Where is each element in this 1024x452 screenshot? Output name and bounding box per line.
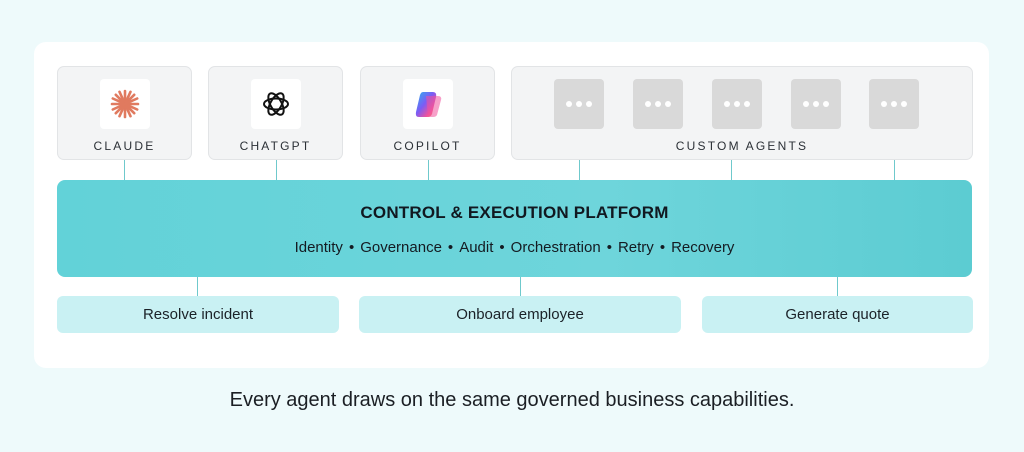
control-execution-platform: CONTROL & EXECUTION PLATFORM Identity • Go…: [57, 180, 972, 277]
connector-line: [197, 277, 198, 296]
connector-line: [428, 160, 429, 180]
agent-custom-agents: CUSTOM AGENTS: [511, 66, 973, 160]
connector-line: [894, 160, 895, 180]
capability-resolve-incident: Resolve incident: [57, 296, 339, 333]
agent-label: CLAUDE: [93, 139, 156, 153]
capability-label: Generate quote: [785, 306, 890, 323]
feature-audit: Audit: [459, 239, 494, 256]
chatgpt-logo-icon: [251, 79, 301, 129]
agent-label: CHATGPT: [239, 139, 312, 153]
agent-label: COPILOT: [393, 139, 462, 153]
placeholder-dots-icon: [791, 79, 841, 129]
connector-line: [124, 160, 125, 180]
feature-separator: •: [606, 239, 612, 256]
feature-separator: •: [348, 239, 355, 256]
diagram-caption: Every agent draws on the same governed b…: [229, 389, 795, 411]
agent-claude: CLAUDE: [57, 66, 192, 160]
feature-retry: Retry: [617, 239, 654, 256]
agent-copilot: COPILOT: [360, 66, 495, 160]
placeholder-dots-icon: [554, 79, 604, 129]
connector-line: [520, 277, 521, 296]
feature-identity: Identity: [294, 239, 343, 256]
platform-features: Identity • Governance • Audit • Orchestration •…: [57, 239, 972, 256]
capability-label: Onboard employee: [456, 306, 584, 323]
capability-onboard-employee: Onboard employee: [359, 296, 681, 333]
placeholder-dots-icon: [633, 79, 683, 129]
agent-label: CUSTOM AGENTS: [675, 139, 809, 153]
claude-logo-icon: [100, 79, 150, 129]
connector-line: [579, 160, 580, 180]
placeholder-dots-icon: [869, 79, 919, 129]
placeholder-dots-icon: [712, 79, 762, 129]
agent-chatgpt: CHATGPT: [208, 66, 343, 160]
capability-generate-quote: Generate quote: [702, 296, 973, 333]
feature-separator: •: [447, 239, 454, 256]
connector-line: [276, 160, 277, 180]
connector-line: [731, 160, 732, 180]
platform-title: CONTROL & EXECUTION PLATFORM: [360, 203, 669, 222]
capability-label: Resolve incident: [142, 306, 254, 323]
feature-recovery: Recovery: [671, 239, 735, 256]
feature-separator: •: [499, 239, 505, 256]
feature-separator: •: [659, 239, 666, 256]
connector-line: [837, 277, 838, 296]
feature-orchestration: Orchestration: [510, 239, 601, 256]
feature-governance: Governance: [360, 239, 442, 256]
copilot-logo-icon: [403, 79, 453, 129]
